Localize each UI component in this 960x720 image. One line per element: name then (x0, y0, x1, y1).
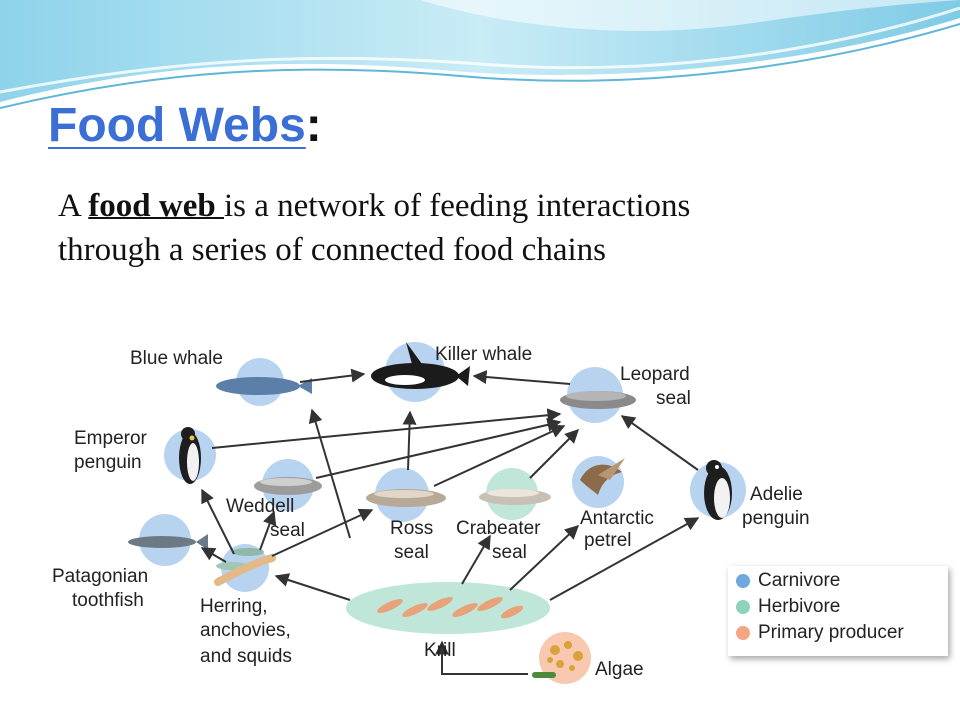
decorative-wave-banner (0, 0, 960, 109)
label-blue-whale: Blue whale (130, 348, 223, 369)
legend-label: Primary producer (758, 622, 904, 643)
definition-line-1-rest: is a network of feeding interactions (223, 188, 691, 224)
krill-icon (377, 597, 524, 619)
label-algae: Algae (595, 659, 644, 680)
leopard-seal-icon (560, 391, 636, 409)
slide-title-colon: : (305, 99, 322, 152)
definition-line-2: through a series of connected food chain… (58, 232, 606, 268)
herring-icon (214, 548, 276, 586)
label-crabeater-seal-2: seal (492, 542, 527, 563)
legend-label: Herbivore (758, 596, 841, 617)
arrow-herring-weddell (259, 510, 277, 551)
definition-term: food web (88, 188, 224, 224)
arrow-algae-krill (435, 640, 528, 675)
label-leopard-seal-1: Leopard (620, 364, 690, 385)
adelie-penguin-icon (704, 460, 732, 520)
arrow-krill-crabeater (461, 534, 491, 585)
arrow-herring-emperor (201, 488, 235, 555)
label-toothfish-2: toothfish (72, 590, 144, 611)
label-emperor-penguin-1: Emperor (74, 428, 148, 449)
label-antarctic-petrel-2: petrel (584, 530, 632, 551)
primary-producer-dot-icon (736, 626, 750, 640)
legend-label: Carnivore (758, 570, 841, 591)
label-krill: Krill (424, 640, 456, 661)
arrow-krill-petrel (509, 525, 580, 591)
label-adelie-penguin-1: Adelie (750, 484, 803, 505)
label-adelie-penguin-2: penguin (742, 508, 810, 529)
arrow-herring-toothfish (200, 547, 227, 563)
slide-title: Food Webs: (48, 96, 322, 156)
algae-disc (539, 632, 591, 684)
legend-item-carnivore: Carnivore (736, 568, 840, 594)
arrow-leopard-killerwhale (472, 370, 571, 385)
food-web-diagram: Blue whale Killer whale Leopard seal Emp… (52, 342, 810, 684)
carnivore-dot-icon (736, 574, 750, 588)
label-herring-1: Herring, (200, 596, 268, 617)
algae-icon (532, 641, 583, 678)
ross-seal-icon (366, 489, 446, 507)
definition-prefix: A (58, 188, 89, 224)
arrow-weddell-leopard (315, 417, 562, 479)
legend: Carnivore Herbivore Primary producer (728, 566, 948, 656)
label-emperor-penguin-2: penguin (74, 452, 142, 473)
legend-item-primary-producer: Primary producer (736, 620, 904, 646)
label-antarctic-petrel-1: Antarctic (580, 508, 654, 529)
arrow-adelie-leopard (620, 415, 699, 471)
slide-title-link[interactable]: Food Webs (48, 99, 306, 152)
legend-item-herbivore: Herbivore (736, 594, 840, 620)
label-herring-2: anchovies, (200, 620, 291, 641)
arrow-ross-leopard (433, 424, 566, 487)
weddell-seal-icon (254, 477, 322, 495)
label-weddell-seal-1: Weddell (226, 496, 294, 517)
arrow-emperor-leopard (211, 408, 562, 449)
label-ross-seal-2: seal (394, 542, 429, 563)
emperor-penguin-icon (179, 427, 201, 484)
label-weddell-seal-2: seal (270, 520, 305, 541)
label-ross-seal-1: Ross (390, 518, 433, 539)
arrow-krill-adelie (549, 517, 700, 601)
arrow-ross-killerwhale (402, 410, 417, 471)
killer-whale-icon (371, 342, 470, 389)
label-herring-3: and squids (200, 646, 292, 667)
definition-line-1: A food web is a network of feeding inter… (58, 184, 918, 228)
arrow-bluewhale-killerwhale (299, 368, 366, 383)
herbivore-dot-icon (736, 600, 750, 614)
label-crabeater-seal-1: Crabeater (456, 518, 541, 539)
krill-swarm (346, 582, 550, 634)
definition-text: A food web is a network of feeding inter… (58, 184, 918, 272)
toothfish-icon (128, 534, 208, 550)
arrow-krill-herring (274, 573, 351, 601)
antarctic-petrel-icon (580, 458, 625, 495)
label-toothfish-1: Patagonian (52, 566, 148, 587)
crabeater-seal-icon (479, 489, 551, 505)
arrow-herring-ross (271, 508, 374, 557)
blue-whale-icon (216, 377, 312, 395)
label-killer-whale: Killer whale (435, 344, 532, 365)
label-leopard-seal-2: seal (656, 388, 691, 409)
arrow-crabeater-leopard (529, 429, 579, 479)
